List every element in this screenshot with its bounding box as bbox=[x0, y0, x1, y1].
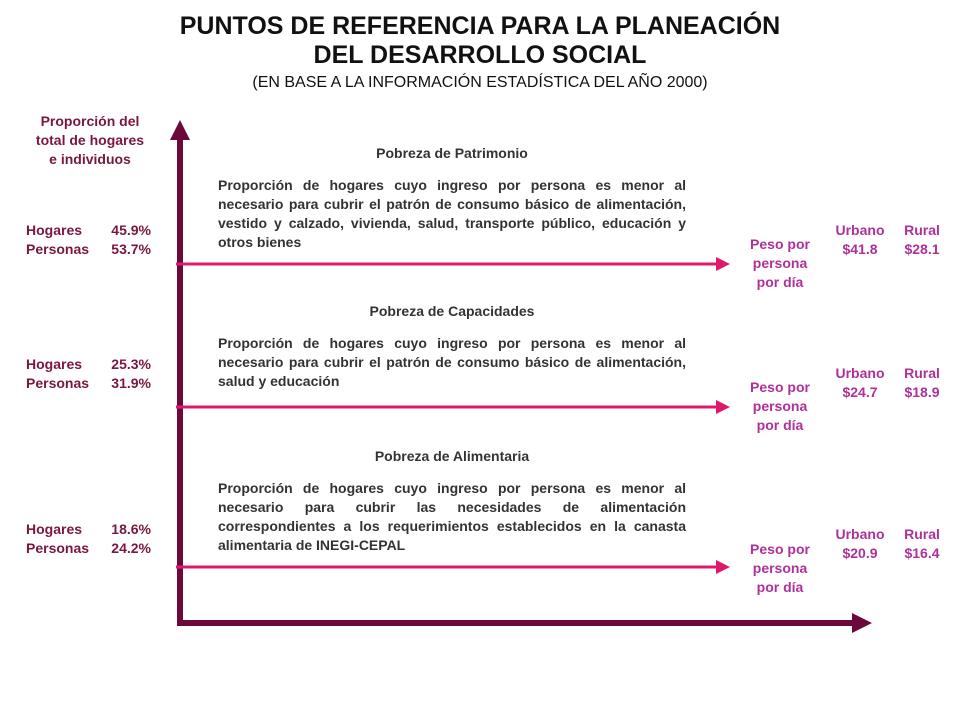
level-arrowhead-patrimonio bbox=[716, 257, 730, 271]
stats-patrimonio: Hogares 45.9% Personas 53.7% bbox=[26, 221, 151, 259]
hogares-label: Hogares bbox=[26, 521, 83, 537]
price-rural-alimentaria: Rural $16.4 bbox=[882, 525, 960, 563]
ppd-label-alimentaria: Peso por persona por día bbox=[735, 540, 825, 597]
axis-label-line-2: total de hogares bbox=[35, 132, 145, 148]
price-urbano-capacidades: Urbano $24.7 bbox=[820, 364, 900, 402]
rural-label: Rural bbox=[904, 526, 940, 542]
horizontal-axis-arrowhead bbox=[852, 613, 872, 633]
urbano-label: Urbano bbox=[835, 365, 885, 381]
hogares-value: 45.9% bbox=[111, 222, 151, 238]
level-arrowhead-alimentaria bbox=[716, 560, 730, 574]
axis-label-line-3: e individuos bbox=[49, 151, 131, 167]
hogares-label: Hogares bbox=[26, 222, 83, 238]
section-title-alimentaria: Pobreza de Alimentaria bbox=[374, 448, 530, 464]
section-desc-patrimonio: Proporción de hogares cuyo ingreso por p… bbox=[218, 177, 686, 250]
ppd-label-patrimonio: Peso por persona por día bbox=[735, 235, 825, 292]
price-rural-capacidades: Rural $18.9 bbox=[882, 364, 960, 402]
ppd-line-2: persona bbox=[752, 255, 808, 271]
ppd-line-1: Peso por bbox=[750, 541, 810, 557]
urbano-value: $41.8 bbox=[842, 241, 878, 257]
urbano-label: Urbano bbox=[835, 526, 885, 542]
page-title: PUNTOS DE REFERENCIA PARA LA PLANEACIÓN … bbox=[0, 12, 960, 70]
ppd-line-3: por día bbox=[756, 274, 804, 290]
hogares-value: 25.3% bbox=[111, 356, 151, 372]
personas-label: Personas bbox=[26, 540, 90, 556]
ppd-line-2: persona bbox=[752, 398, 808, 414]
hogares-label: Hogares bbox=[26, 356, 83, 372]
personas-value: 31.9% bbox=[111, 375, 151, 391]
personas-value: 24.2% bbox=[111, 540, 151, 556]
rural-value: $16.4 bbox=[904, 545, 940, 561]
ppd-line-1: Peso por bbox=[750, 236, 810, 252]
rural-value: $28.1 bbox=[904, 241, 940, 257]
section-title-patrimonio: Pobreza de Patrimonio bbox=[376, 145, 528, 161]
urbano-value: $20.9 bbox=[842, 545, 878, 561]
rural-label: Rural bbox=[904, 365, 940, 381]
section-desc-capacidades: Proporción de hogares cuyo ingreso por p… bbox=[218, 335, 686, 389]
personas-label: Personas bbox=[26, 241, 90, 257]
rural-label: Rural bbox=[904, 222, 940, 238]
section-desc-alimentaria: Proporción de hogares cuyo ingreso por p… bbox=[218, 480, 686, 553]
title-line-1: PUNTOS DE REFERENCIA PARA LA PLANEACIÓN bbox=[179, 12, 781, 40]
axis-label-line-1: Proporción del bbox=[40, 113, 140, 129]
ppd-label-capacidades: Peso por persona por día bbox=[735, 378, 825, 435]
price-urbano-alimentaria: Urbano $20.9 bbox=[820, 525, 900, 563]
ppd-line-3: por día bbox=[756, 417, 804, 433]
price-rural-patrimonio: Rural $28.1 bbox=[882, 221, 960, 259]
urbano-value: $24.7 bbox=[842, 384, 878, 400]
section-title-capacidades: Pobreza de Capacidades bbox=[369, 303, 535, 319]
level-arrowhead-capacidades bbox=[716, 400, 730, 414]
axis-label: Proporción del total de hogares e indivi… bbox=[10, 112, 170, 169]
title-line-2: DEL DESARROLLO SOCIAL bbox=[313, 41, 647, 69]
personas-value: 53.7% bbox=[111, 241, 151, 257]
rural-value: $18.9 bbox=[904, 384, 940, 400]
personas-label: Personas bbox=[26, 375, 90, 391]
hogares-value: 18.6% bbox=[111, 521, 151, 537]
ppd-line-1: Peso por bbox=[750, 379, 810, 395]
urbano-label: Urbano bbox=[835, 222, 885, 238]
stats-alimentaria: Hogares 18.6% Personas 24.2% bbox=[26, 520, 151, 558]
ppd-line-3: por día bbox=[756, 579, 804, 595]
price-urbano-patrimonio: Urbano $41.8 bbox=[820, 221, 900, 259]
page-subtitle: (EN BASE A LA INFORMACIÓN ESTADÍSTICA DE… bbox=[252, 74, 708, 91]
vertical-axis-arrowhead bbox=[170, 120, 190, 140]
ppd-line-2: persona bbox=[752, 560, 808, 576]
stats-capacidades: Hogares 25.3% Personas 31.9% bbox=[26, 355, 151, 393]
